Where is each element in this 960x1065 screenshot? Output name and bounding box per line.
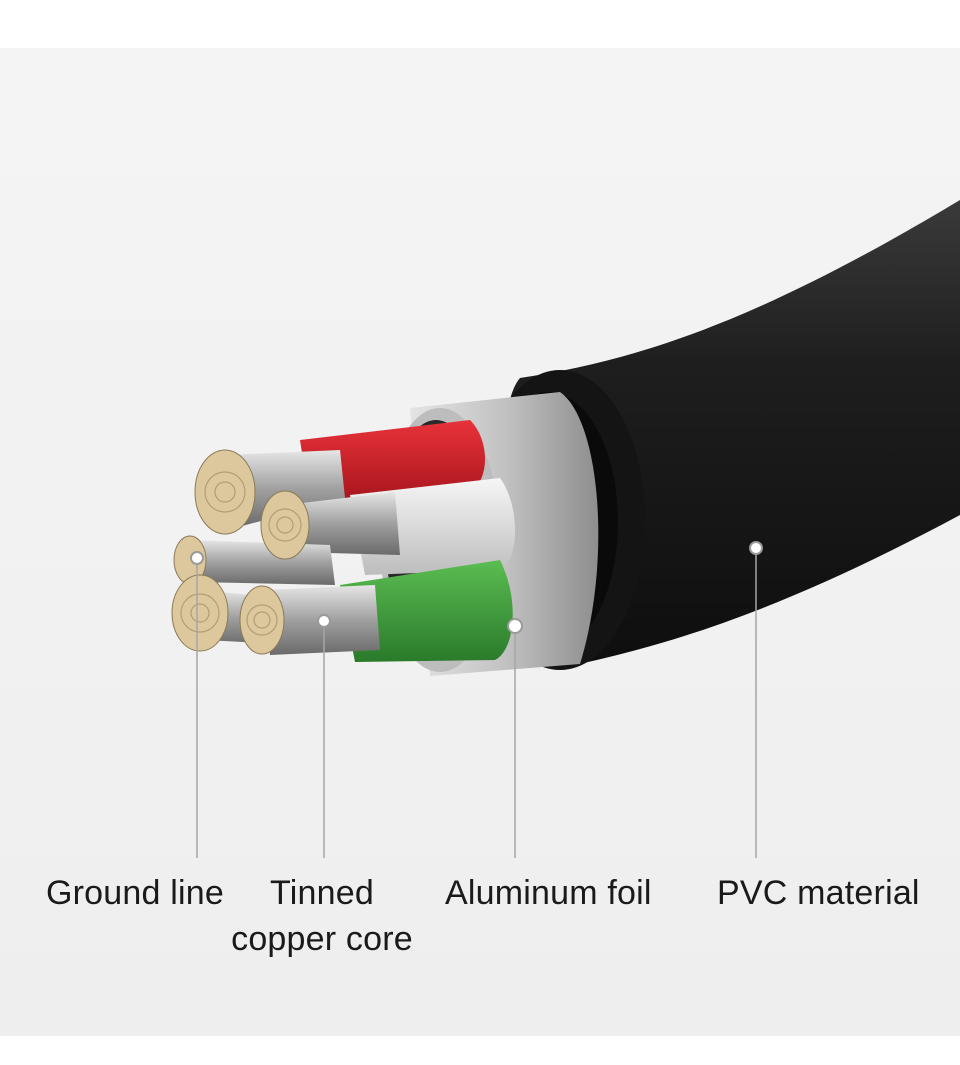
leader-lines <box>196 548 757 858</box>
tinned-copper-core-label: Tinned copper core <box>224 870 420 962</box>
strand-bundle-center <box>285 492 400 555</box>
red-wire <box>300 420 485 505</box>
pvc-material-marker <box>749 541 763 555</box>
marker-dots <box>190 541 763 634</box>
aluminum-foil-marker <box>507 618 523 634</box>
aluminum-foil-label: Aluminum foil <box>445 874 652 912</box>
ground-line-label: Ground line <box>46 874 224 912</box>
ground-line-marker <box>190 551 204 565</box>
strand-bundle-top-left <box>225 450 345 528</box>
pvc-material-label: PVC material <box>717 874 920 912</box>
tinned-copper-core-label-line1: Tinned <box>270 874 374 912</box>
tinned-copper-core-label-line2: copper core <box>231 920 413 958</box>
copper-ends <box>171 449 310 655</box>
green-wire <box>340 560 513 662</box>
copper-core-marker <box>317 614 331 628</box>
